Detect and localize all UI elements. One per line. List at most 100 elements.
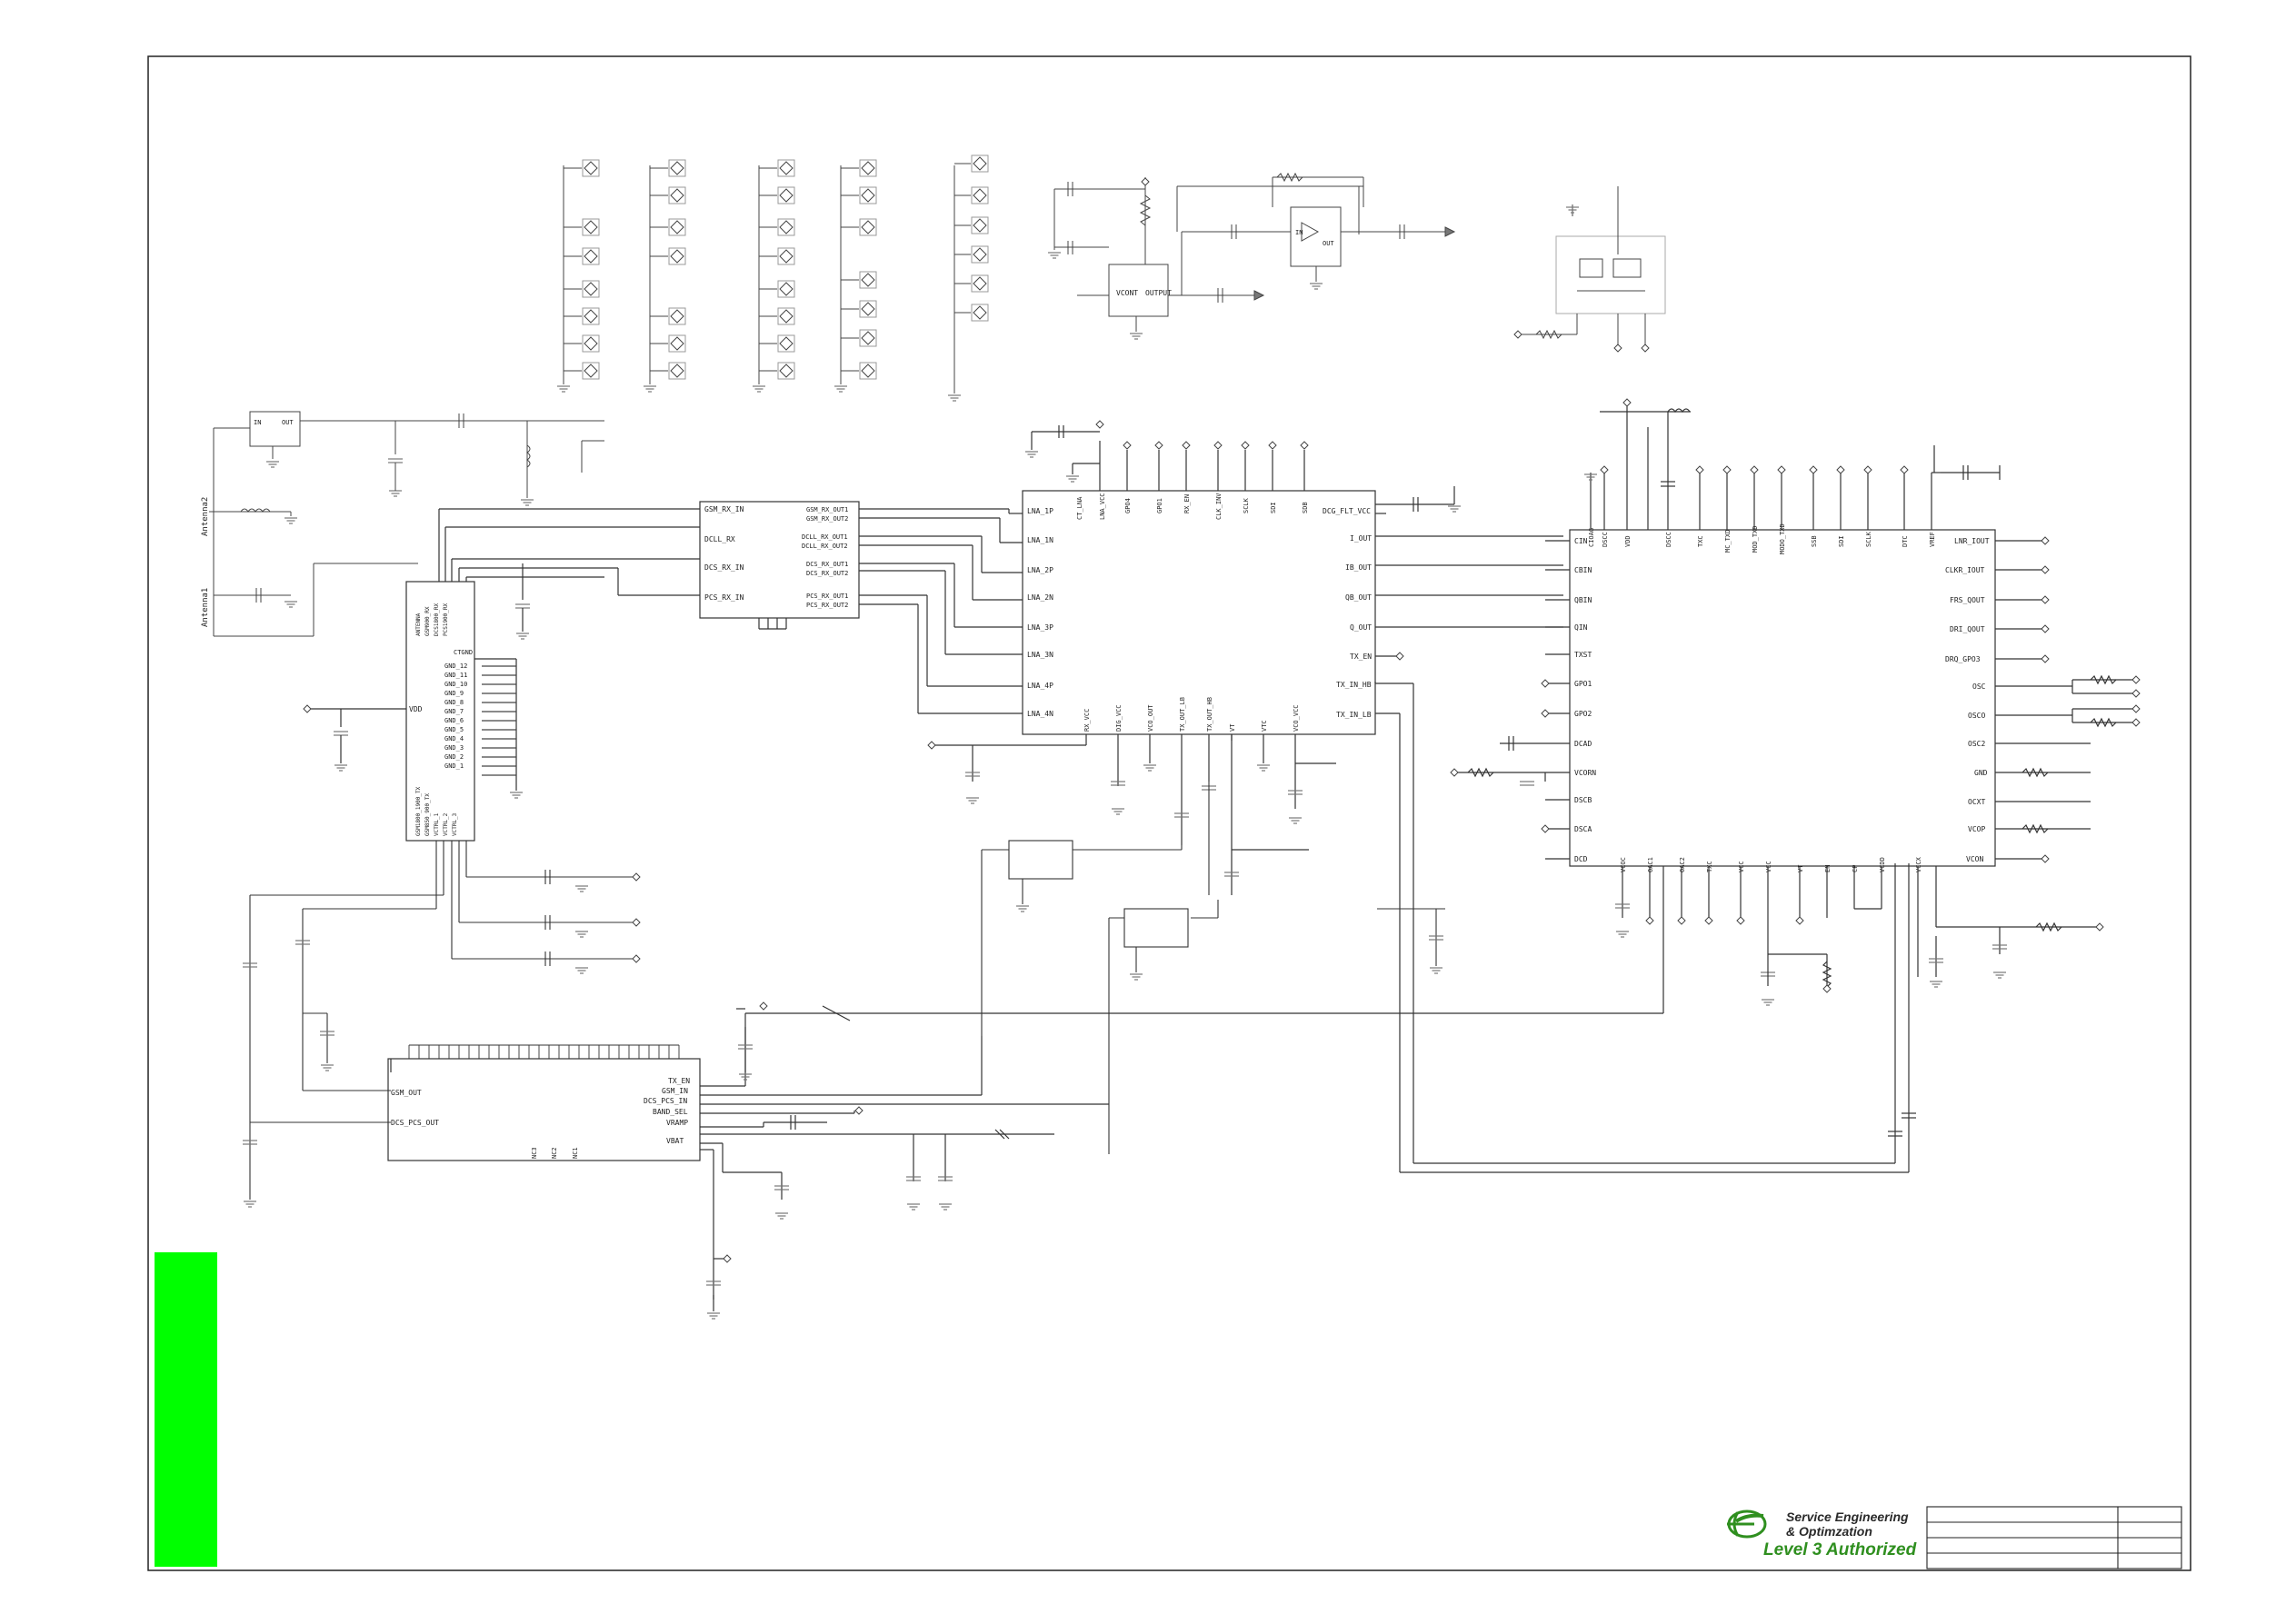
fem-gnd5: GND_5 [444, 726, 464, 733]
fem-gsm18tx-label: GSM1800_1900_TX [415, 786, 422, 836]
fem-gnd4: GND_4 [444, 735, 464, 742]
trx-tx-out-lb: TX_OUT_LB [1179, 697, 1186, 732]
bb-ocxt: OCXT [1968, 798, 1985, 806]
testpoint-array [556, 154, 989, 402]
bb-top-dscc2: DSCC [1665, 532, 1672, 547]
bb-dscb: DSCB [1574, 796, 1592, 804]
saw-dcll-out1: DCLL_RX_OUT1 [802, 533, 848, 541]
trx-rx-vcc: RX_VCC [1083, 709, 1091, 732]
bb-vcon: VCON [1966, 855, 1983, 863]
trx-q-out: Q_OUT [1350, 623, 1372, 632]
trx-vco-vcc: VCO_VCC [1293, 704, 1300, 732]
saw-dcll-out2: DCLL_RX_OUT2 [802, 543, 848, 550]
fem-gnd6: GND_6 [444, 717, 464, 724]
fem-gsm85tx-label: GSM850_900_TX [424, 793, 431, 836]
bb-top-txc: TXC [1697, 535, 1704, 547]
pa-gsm-in: GSM_IN [662, 1087, 688, 1095]
bb-vcop: VCOP [1968, 825, 1985, 833]
front-end-module [309, 508, 700, 842]
trx-ib-out: IB_OUT [1345, 563, 1372, 572]
balun-blocks [981, 782, 1219, 1154]
trx-lna3n: LNA_3N [1027, 651, 1053, 659]
pa-gnd-pin-row [408, 1044, 680, 1059]
bb-gpo1: GPO1 [1574, 680, 1592, 688]
bb-qin: QIN [1574, 623, 1588, 632]
bb-top-dscc: DSCC [1602, 532, 1609, 547]
fem-gnd11: GND_11 [444, 672, 467, 679]
saw-pcs-in: PCS_RX_IN [704, 593, 744, 602]
pa-band-sel: BAND_SEL [653, 1108, 688, 1116]
bb-bot-oac2: OAC2 [1679, 857, 1686, 872]
bb-top-sclk: SCLK [1865, 531, 1872, 547]
bb-top-vdd: VDD [1624, 535, 1632, 547]
bb-clkr-iout: CLKR_IOUT [1945, 566, 1985, 574]
transceiver-ic [932, 425, 1916, 1173]
bb-bot-vccx: VCCX [1915, 856, 1922, 872]
saw-dcs-out2: DCS_RX_OUT2 [806, 570, 848, 577]
trx-ct-lna: CT_LNA [1076, 496, 1083, 520]
bb-dcd: DCD [1574, 855, 1588, 863]
fem-gnd8: GND_8 [444, 699, 464, 706]
pa-vramp: VRAMP [666, 1119, 688, 1127]
oscillator-block [1047, 172, 1456, 340]
saw-gsm-out2: GSM_RX_OUT2 [806, 515, 848, 523]
antenna1-label: Antenna1 [201, 588, 210, 627]
saw-gsm-in: GSM_RX_IN [704, 505, 744, 513]
bb-cbin: CBIN [1574, 566, 1592, 574]
switch-in-label: IN [254, 419, 261, 426]
pa-nc3: NC3 [531, 1147, 538, 1159]
power-switch-block [1513, 186, 1666, 353]
bb-lnr-iout: LNR_IOUT [1954, 537, 1990, 545]
trx-clk-inv: CLK_INV [1215, 493, 1223, 520]
trx-tx-en: TX_EN [1350, 653, 1372, 661]
trx-lna1n: LNA_1N [1027, 536, 1053, 544]
bb-top-modo-txd: MODO_TXD [1779, 523, 1786, 554]
pa-gsm-out: GSM_OUT [391, 1089, 422, 1097]
antenna2-label: Antenna2 [201, 497, 210, 536]
trx-sdb: SDB [1302, 502, 1309, 513]
title-block [1926, 1506, 2182, 1569]
trx-lna4p: LNA_4P [1027, 682, 1053, 690]
logo-level-text: Level 3 Authorized [1763, 1540, 1917, 1559]
bb-bot-en: EN [1824, 865, 1832, 872]
trx-lna4n: LNA_4N [1027, 710, 1053, 718]
saw-pcs-out1: PCS_RX_OUT1 [806, 593, 848, 600]
bb-cin: CIN [1574, 537, 1588, 545]
saw-filter-block [699, 501, 1023, 714]
bb-bot-vcdd: VCDD [1879, 857, 1886, 872]
bb-dcad: DCAD [1574, 740, 1592, 748]
fem-control-wiring [242, 841, 636, 1208]
trx-sdi: SDI [1270, 502, 1277, 513]
trx-gpo4: GPO4 [1124, 498, 1132, 513]
green-sidebar-band [155, 1252, 217, 1567]
trx-dcg-flt-vcc: DCG_FLT_VCC [1323, 507, 1371, 515]
sheet-border [147, 55, 2191, 1571]
amp-in-label: IN [1295, 229, 1303, 236]
trx-tx-out-hb: TX_OUT_HB [1206, 697, 1213, 732]
osc-vcont-label: VCONT [1116, 289, 1138, 297]
bb-gnd: GND [1974, 769, 1988, 777]
amp-out-label: OUT [1323, 240, 1334, 247]
pa-dcs-pcs-in: DCS_PCS_IN [644, 1097, 687, 1105]
pa-vbat: VBAT [666, 1137, 684, 1145]
fem-gnd9: GND_9 [444, 690, 464, 697]
bb-bot-vt: VT [1797, 864, 1804, 872]
trx-lna1p: LNA_1P [1027, 507, 1053, 515]
saw-pcs-out2: PCS_RX_OUT2 [806, 602, 848, 609]
trx-qb-out: QB_OUT [1345, 593, 1372, 602]
bb-top-mc-txd: MC_TXD [1724, 530, 1732, 553]
bb-osco: OSCO [1968, 712, 1985, 720]
trx-vt: VT [1229, 723, 1236, 732]
trx-tx-in-hb: TX_IN_HB [1336, 681, 1372, 689]
osc-output-label: OUTPUT [1145, 289, 1172, 297]
bb-bot-vcc2: VCC [1765, 861, 1772, 872]
bb-txst: TXST [1574, 651, 1592, 659]
trx-vtc: VTC [1261, 720, 1268, 732]
fem-gnd2: GND_2 [444, 753, 464, 761]
antenna-switch [209, 411, 604, 637]
fem-gnd12: GND_12 [444, 663, 467, 670]
logo-line-2: & Optimzation [1786, 1524, 1872, 1539]
bb-top-sdi: SDI [1838, 535, 1845, 547]
bb-bot-cp: CP [1852, 865, 1859, 872]
trx-lna-vcc: LNA_VCC [1099, 493, 1106, 520]
